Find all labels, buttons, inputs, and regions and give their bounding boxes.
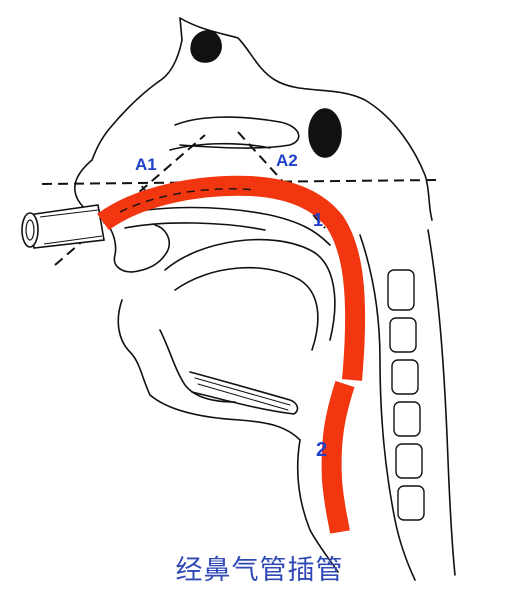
label-segment-1: 1 xyxy=(313,210,323,230)
tube-inner-dashed-line xyxy=(119,188,256,213)
cavity-outline xyxy=(308,108,342,158)
tube-segment-1 xyxy=(97,175,366,381)
dashed-lines xyxy=(41,131,441,266)
sinus-outline xyxy=(190,30,222,63)
anatomy-outline xyxy=(74,17,456,581)
tube-segment-2 xyxy=(321,380,355,534)
caption: 经鼻气管插管 xyxy=(175,555,344,586)
label-segment-2: 2 xyxy=(316,439,327,461)
vertebrae xyxy=(387,269,425,521)
label-a2: A2 xyxy=(276,151,298,170)
label-a1: A1 xyxy=(135,155,157,174)
tube-connector xyxy=(21,204,105,249)
